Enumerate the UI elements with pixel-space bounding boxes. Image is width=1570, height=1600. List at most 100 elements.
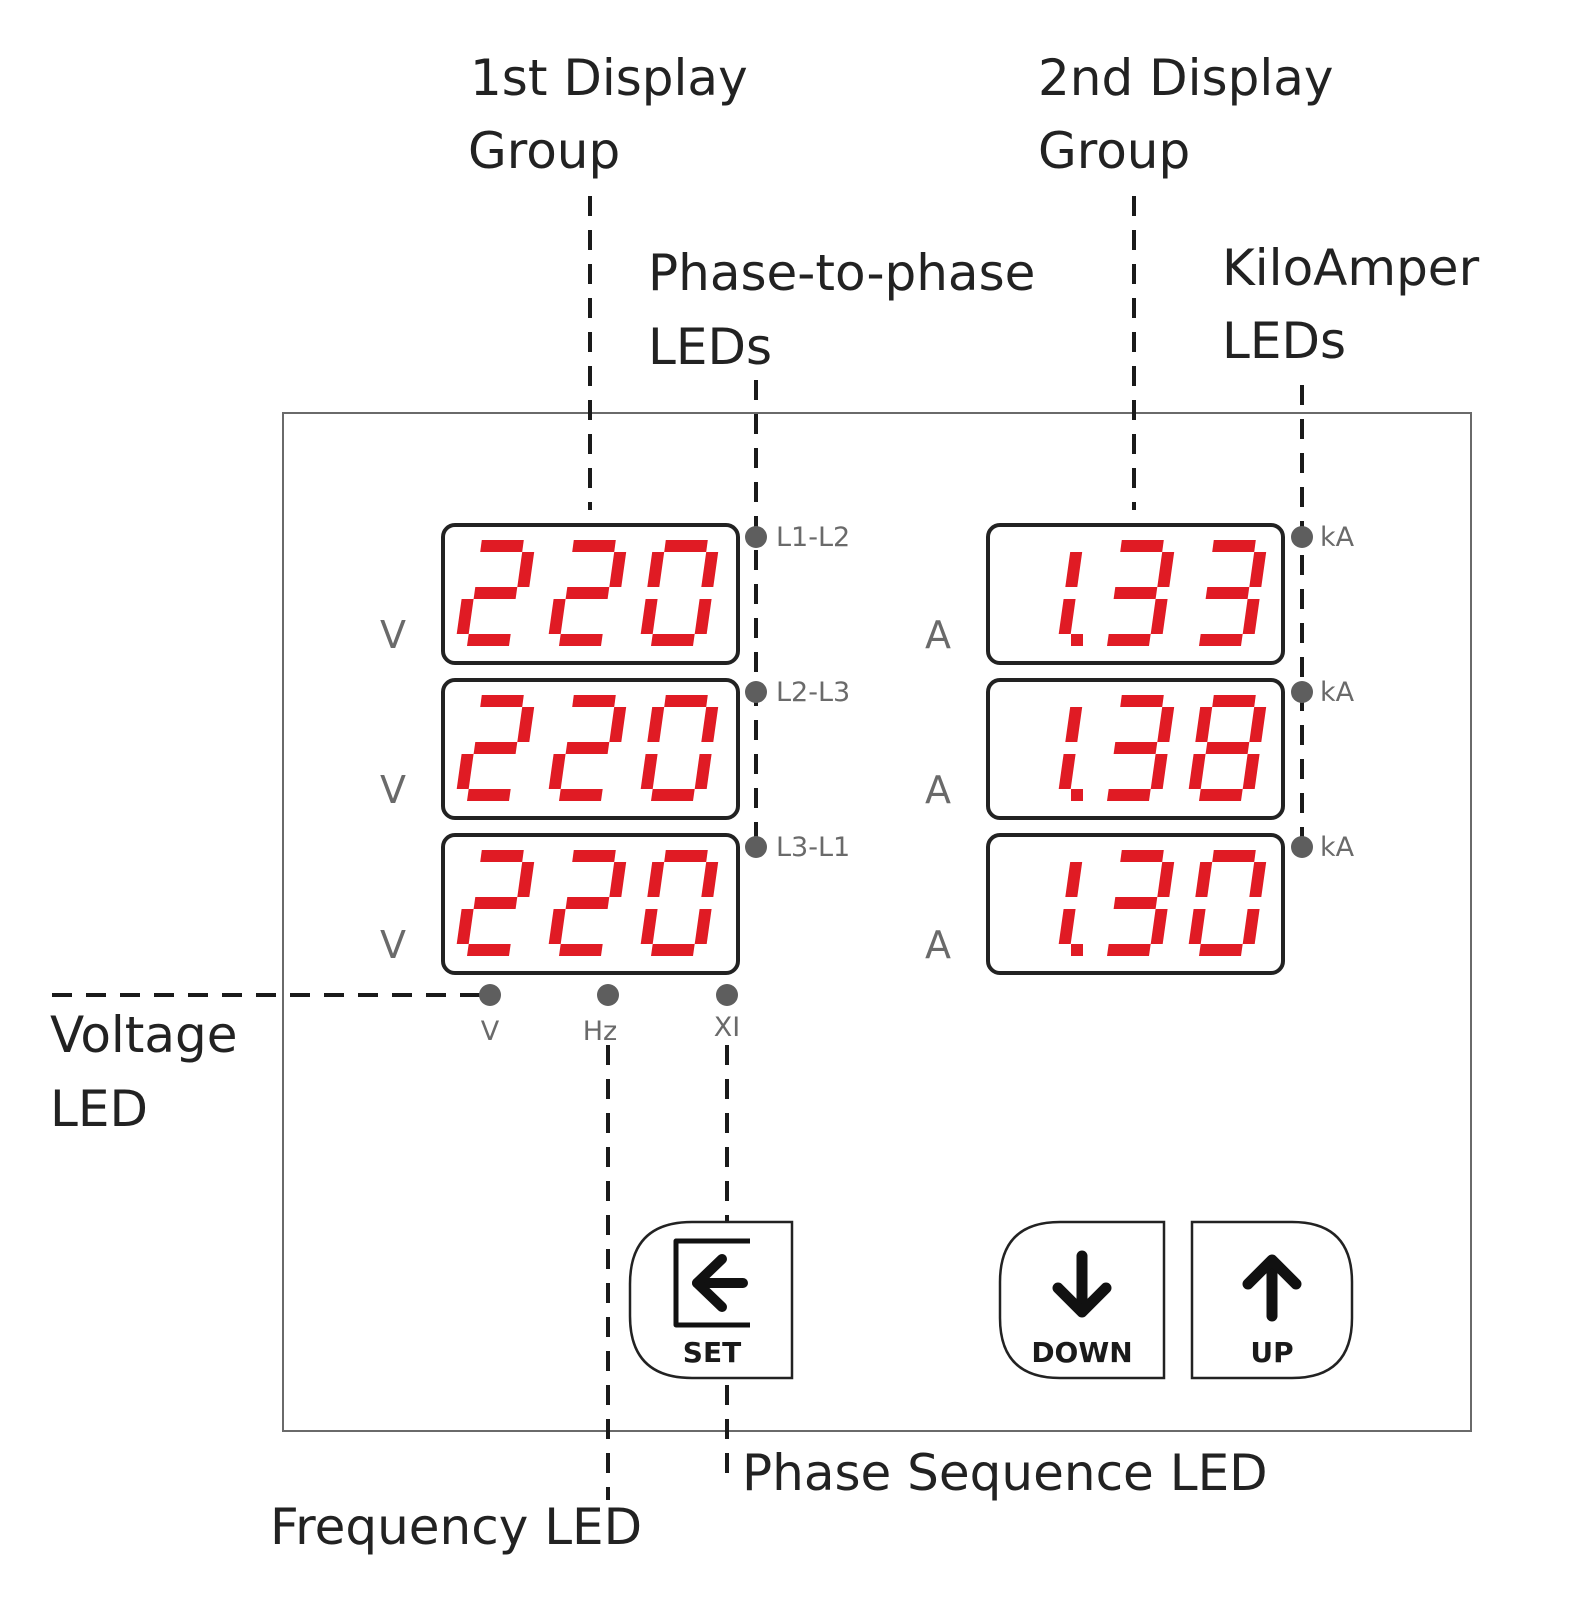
led-indicator (745, 526, 767, 548)
segment-b (609, 552, 627, 587)
digit-value (1058, 850, 1267, 956)
device-frame (282, 412, 1472, 1432)
display1-row: V L3-L1 (380, 832, 850, 975)
segment-d (467, 944, 511, 956)
up-button-label: UP (1250, 1336, 1293, 1369)
segment-a (1120, 850, 1164, 862)
display1-row: V L2-L3 (380, 677, 850, 820)
seven-segment-digit (1188, 850, 1267, 956)
display-group-2: A kA A kA A kA (925, 522, 1355, 975)
segment-e (640, 599, 658, 634)
segment-c (1058, 754, 1076, 789)
set-button-label: SET (683, 1336, 741, 1369)
up-button[interactable]: UP (1190, 1220, 1354, 1380)
seven-segment-digit (1058, 552, 1083, 634)
segment-c (694, 599, 712, 634)
segment-a (1212, 850, 1256, 862)
segment-a (664, 695, 708, 707)
callout-kiloamper-line2: LEDs (1222, 312, 1346, 370)
callout-display1-line1: 1st Display (470, 49, 748, 107)
display2-row: A kA (925, 677, 1355, 820)
segment-b (1249, 707, 1267, 742)
segment-b (701, 707, 719, 742)
callout-display1-line2: Group (468, 122, 620, 180)
segment-b (517, 707, 535, 742)
segment-e (640, 909, 658, 944)
seven-segment-digit (1107, 850, 1175, 956)
segment-b (1249, 862, 1267, 897)
segment-c (1058, 599, 1076, 634)
digit-value (1058, 540, 1267, 646)
callout-frequency: Frequency LED (270, 1498, 642, 1556)
segment-g (473, 587, 518, 599)
led-indicator (1291, 836, 1313, 858)
segment-b (609, 707, 627, 742)
voltage-led-label: V (481, 1016, 500, 1047)
seven-segment-digit (456, 695, 535, 801)
callout-kiloamper-line1: KiloAmper (1222, 239, 1480, 297)
callout-phase-to-phase-line2: LEDs (648, 318, 772, 376)
segment-d (467, 789, 511, 801)
phase-sequence-led-label: XI (714, 1012, 740, 1043)
segment-b (1249, 552, 1267, 587)
segment-a (480, 540, 524, 552)
segment-a (1212, 695, 1256, 707)
bottom-led-row: V Hz XI (479, 984, 740, 1047)
segment-d (559, 634, 603, 646)
segment-e (456, 909, 474, 944)
led-indicator (745, 836, 767, 858)
segment-g (565, 587, 610, 599)
segment-b (1065, 862, 1083, 897)
decimal-point-segment (1071, 789, 1083, 801)
segment-e (548, 754, 566, 789)
segment-c (1242, 909, 1260, 944)
segment-b (1157, 862, 1175, 897)
segment-a (480, 850, 524, 862)
segment-c (1242, 754, 1260, 789)
led-label: L1-L2 (776, 522, 850, 553)
display1-row: V L1-L2 (380, 522, 850, 665)
unit-label: A (925, 613, 951, 657)
frequency-led (597, 984, 619, 1006)
segment-b (701, 862, 719, 897)
led-label: kA (1320, 522, 1355, 553)
digit-value (1058, 695, 1267, 801)
segment-c (1058, 909, 1076, 944)
segment-c (1242, 599, 1260, 634)
segment-b (609, 862, 627, 897)
segment-d (1199, 789, 1243, 801)
callout-phase-to-phase-line1: Phase-to-phase (648, 244, 1035, 302)
unit-label: A (925, 768, 951, 812)
segment-a (1120, 540, 1164, 552)
unit-label: V (380, 613, 406, 657)
segment-d (1107, 634, 1151, 646)
segment-e (456, 754, 474, 789)
segment-a (1120, 695, 1164, 707)
segment-a (572, 695, 616, 707)
segment-g (1113, 897, 1158, 909)
unit-label: A (925, 923, 951, 967)
set-button[interactable]: SET (628, 1220, 794, 1380)
segment-c (1150, 909, 1168, 944)
segment-g (1205, 587, 1250, 599)
segment-d (559, 944, 603, 956)
seven-segment-digit (548, 850, 627, 956)
segment-g (1205, 742, 1250, 754)
segment-e (548, 599, 566, 634)
segment-d (651, 789, 695, 801)
segment-f (647, 862, 665, 897)
segment-a (572, 850, 616, 862)
segment-c (1150, 754, 1168, 789)
phase-sequence-led (716, 984, 738, 1006)
down-button[interactable]: DOWN (998, 1220, 1166, 1380)
callout-phase-sequence: Phase Sequence LED (742, 1444, 1268, 1502)
seven-segment-digit (640, 850, 719, 956)
segment-e (640, 754, 658, 789)
segment-a (480, 695, 524, 707)
segment-c (694, 909, 712, 944)
segment-a (664, 540, 708, 552)
led-label: kA (1320, 677, 1355, 708)
segment-c (694, 754, 712, 789)
segment-b (517, 552, 535, 587)
unit-label: V (380, 923, 406, 967)
